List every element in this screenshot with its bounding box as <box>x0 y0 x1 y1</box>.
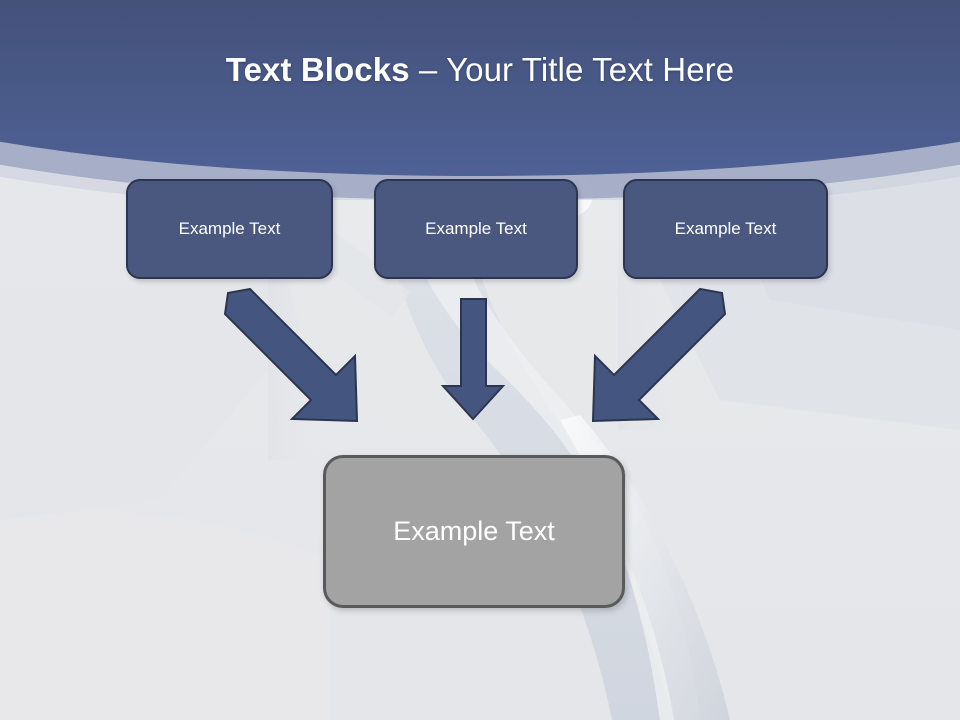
text-block-1[interactable]: Example Text <box>126 179 333 279</box>
text-block-3-label: Example Text <box>674 219 777 238</box>
page-title-separator: – <box>409 51 447 88</box>
result-text-block-label: Example Text <box>393 516 555 546</box>
text-block-1-label: Example Text <box>178 219 281 238</box>
page-title: Text Blocks – Your Title Text Here <box>0 50 960 90</box>
text-block-2[interactable]: Example Text <box>374 179 578 279</box>
page-title-regular: Your Title Text Here <box>446 51 735 88</box>
text-block-3[interactable]: Example Text <box>623 179 828 279</box>
header-band <box>0 0 960 200</box>
page-title-bold: Text Blocks <box>225 51 410 88</box>
result-text-block[interactable]: Example Text <box>323 455 625 608</box>
text-block-2-label: Example Text <box>425 219 527 238</box>
